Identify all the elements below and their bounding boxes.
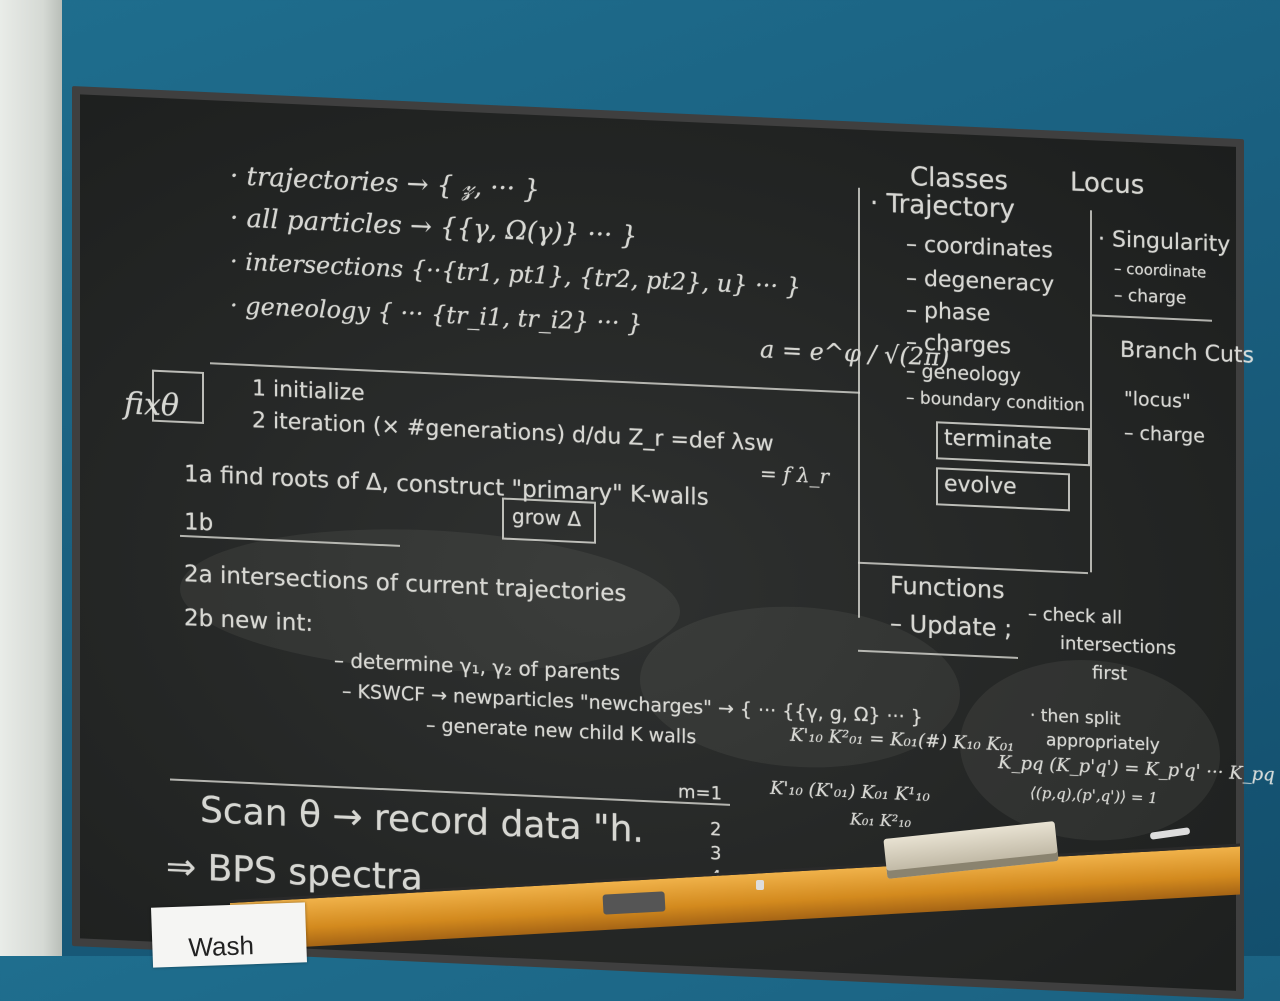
step-1: 1 initialize — [252, 376, 365, 407]
m-value-2: 2 — [710, 818, 722, 841]
sing-coordinate: – coordinate — [1114, 259, 1207, 282]
classes-divider — [1090, 210, 1092, 573]
functions-title: Functions — [890, 571, 1005, 605]
list-particles: · all particles → {{γ, Ω(γ)} ··· } — [230, 203, 638, 252]
list-trajectories: · trajectories → { 𝓏, ··· } — [230, 161, 540, 206]
class-trajectory: · Trajectory — [870, 188, 1015, 225]
m-value-3: 3 — [710, 842, 722, 865]
field-coordinates: – coordinates — [906, 231, 1053, 264]
k-product-2: K'₁₀ (K'₀₁) K₀₁ K¹₁₀ — [770, 777, 930, 806]
locus-title: Locus — [1070, 167, 1145, 201]
chalk-piece — [756, 880, 764, 890]
step-1b: 1b — [184, 509, 214, 537]
fix-theta: fixθ — [124, 386, 179, 424]
note-split: · then split — [1030, 705, 1121, 730]
wash-sign-text: Wash — [187, 930, 255, 963]
sub-item-3: – generate new child K walls — [426, 714, 697, 749]
function-update: – Update ; — [890, 609, 1013, 643]
note-check: – check all — [1028, 603, 1123, 629]
grow-label: grow Δ — [512, 503, 582, 532]
note-intersections: intersections — [1060, 632, 1177, 660]
note-first: first — [1092, 662, 1128, 685]
list-intersections: · intersections {··{tr1, pt1}, {tr2, pt2… — [230, 247, 801, 302]
field-charges: – charges — [906, 329, 1012, 360]
branch-locus: "locus" — [1124, 387, 1191, 413]
field-degeneracy: – degeneracy — [906, 265, 1055, 298]
field-boundary: – boundary condition — [906, 387, 1085, 416]
k-product-3: K₀₁ K²₁₀ — [850, 809, 912, 832]
wash-sign: Wash — [150, 902, 308, 968]
class-branch-cut: Branch Cuts — [1120, 337, 1254, 369]
step-2b: 2b new int: — [184, 605, 314, 637]
field-phase: – phase — [906, 297, 991, 327]
step-2-sub: = f λ_r — [760, 461, 830, 489]
sing-charge: – charge — [1114, 285, 1187, 309]
field-geneology: – geneology — [906, 359, 1021, 388]
method-evolve: evolve — [944, 471, 1017, 500]
wall-left — [0, 0, 62, 956]
eraser-small — [602, 891, 666, 915]
class-singularity: · Singularity — [1098, 226, 1231, 258]
branch-charge: – charge — [1124, 421, 1205, 448]
m-value-1: m=1 — [678, 781, 723, 805]
classes-left-line — [858, 187, 860, 618]
list-geneology: · geneology { ··· {tr_i1, tr_i2} ··· } — [230, 291, 643, 338]
step-2: 2 iteration (× #generations) d/du Z_r =d… — [252, 408, 774, 457]
method-terminate: terminate — [944, 425, 1052, 456]
sing-divider — [1092, 314, 1212, 322]
step-1a: 1a find roots of Δ, construct "primary" … — [184, 461, 709, 511]
